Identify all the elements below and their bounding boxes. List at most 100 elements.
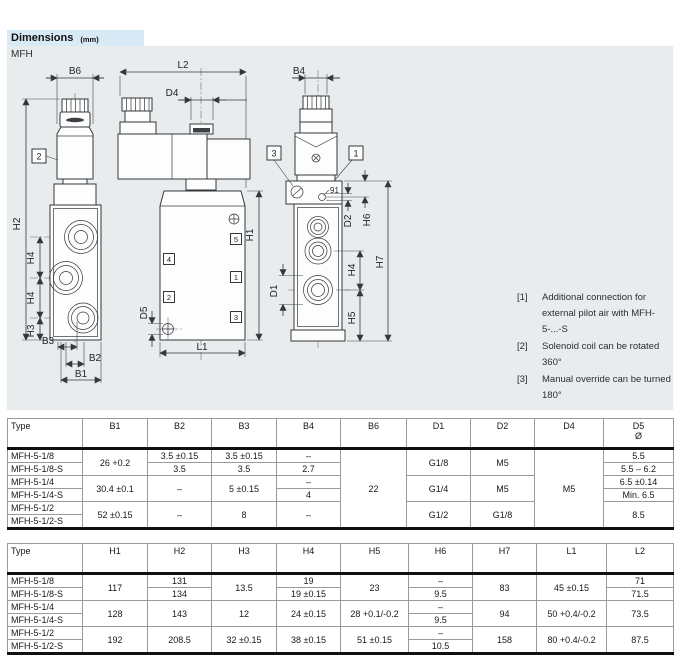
cell-h4: 19 ±0.15	[276, 587, 341, 601]
note-3-text: Manual override can be turned 180°	[542, 374, 671, 401]
cell-b4: –	[276, 448, 341, 463]
diameter-symbol: Ø	[634, 431, 642, 441]
cell-type: MFH-5-1/4	[7, 475, 83, 489]
cell-b2: 3.5 ±0.15	[147, 448, 212, 463]
note-1-ref: [1]	[517, 292, 528, 303]
cell-d2: M5	[470, 475, 535, 502]
cell-h6: –	[408, 600, 473, 614]
cell-d5: 5.5 – 6.2	[603, 462, 674, 476]
dim-label-l1: L1	[196, 342, 208, 353]
note-3-ref: [3]	[517, 374, 528, 385]
cell-type: MFH-5-1/4	[7, 600, 83, 614]
cell-d1: G1/2	[406, 501, 471, 529]
page-unit: (mm)	[80, 34, 99, 44]
cell-d4: M5	[534, 448, 604, 529]
dim-label-h4-lower: H4	[26, 291, 37, 304]
cell-type: MFH-5-1/8	[7, 573, 83, 588]
dim-label-d4: D4	[166, 88, 179, 99]
col-header-b2: B2	[147, 418, 212, 450]
cell-b3: 8	[211, 501, 277, 529]
dim-label-h6: H6	[362, 213, 373, 226]
col-header-d5: D5 Ø	[603, 418, 674, 450]
table-header-row: Type H1 H2 H3 H4 H5 H6 H7 L1 L2	[7, 543, 674, 575]
cell-l2: 71.5	[606, 587, 674, 601]
table-row: MFH-5-1/2 52 ±0.15 – 8 – G1/2 G1/8 8.5	[7, 501, 674, 529]
cell-h3: 13.5	[211, 573, 277, 601]
cell-type: MFH-5-1/4-S	[7, 488, 83, 502]
cell-h4: 38 ±0.15	[276, 626, 341, 654]
cell-h7: 94	[472, 600, 537, 627]
cell-d2: G1/8	[470, 501, 535, 529]
col-header-b6: B6	[340, 418, 407, 450]
dim-label-h2: H2	[12, 217, 23, 230]
dim-label-b6: B6	[69, 66, 82, 77]
cell-b3: 5 ±0.15	[211, 475, 277, 502]
col-header-b1: B1	[82, 418, 148, 450]
cell-h4: 19	[276, 573, 341, 588]
table-row: MFH-5-1/4 30.4 ±0.1 – 5 ±0.15 – G1/4 M5 …	[7, 475, 674, 502]
cell-b4: –	[276, 501, 341, 529]
note-2-text: Solenoid coil can be rotated 360°	[542, 341, 660, 368]
table-row: MFH-5-1/8 26 +0.2 3.5 ±0.15 3.5 ±0.15 – …	[7, 448, 674, 529]
cell-type: MFH-5-1/2-S	[7, 514, 83, 529]
cell-d5: Min. 6.5	[603, 488, 674, 502]
col-header-l2: L2	[606, 543, 674, 575]
end-view: B4 91 3 1	[266, 66, 392, 348]
dim-label-h5: H5	[347, 311, 358, 324]
table-row: MFH-5-1/2 192 208.5 32 ±0.15 38 ±0.15 51…	[7, 626, 674, 654]
dim-label-b3: B3	[42, 336, 55, 347]
cell-h1: 117	[82, 573, 148, 601]
cell-b2: –	[147, 475, 212, 502]
port-label-3: 3	[234, 313, 238, 322]
col-header-h2: H2	[147, 543, 212, 575]
cell-b1: 30.4 ±0.1	[82, 475, 148, 502]
cell-b3: 3.5	[211, 462, 277, 476]
cell-h7: 158	[472, 626, 537, 654]
col-header-b4: B4	[276, 418, 341, 450]
cell-b1: 52 ±0.15	[82, 501, 148, 529]
cell-l2: 87.5	[606, 626, 674, 654]
dimensions-table-b-d: Type B1 B2 B3 B4 B6 D1 D2 D4 D5 Ø MFH-5-…	[7, 418, 674, 530]
table-row: MFH-5-1/2-S	[7, 514, 674, 529]
cell-h1: 192	[82, 626, 148, 654]
col-header-h6: H6	[408, 543, 473, 575]
dim-label-b4: B4	[293, 66, 306, 77]
cell-l2: 73.5	[606, 600, 674, 627]
cell-h3: 12	[211, 600, 277, 627]
cell-h7: 83	[472, 573, 537, 601]
cell-h5: 51 ±0.15	[340, 626, 409, 654]
cell-b1: 26 +0.2	[82, 448, 148, 476]
col-header-h1: H1	[82, 543, 148, 575]
cell-h1: 128	[82, 600, 148, 627]
col-header-type: Type	[7, 543, 83, 575]
callout-2-label: 2	[36, 152, 41, 162]
cell-type: MFH-5-1/8-S	[7, 587, 83, 601]
cell-d5: 6.5 ±0.14	[603, 475, 674, 489]
cell-h2: 134	[147, 587, 212, 601]
dim-label-l2: L2	[177, 60, 189, 71]
page-title: Dimensions	[11, 32, 74, 44]
cell-h6: –	[408, 626, 473, 640]
cell-l1: 50 +0.4/-0.2	[536, 600, 607, 627]
port-label-5: 5	[234, 235, 238, 244]
cell-h3: 32 ±0.15	[211, 626, 277, 654]
cell-b4: 4	[276, 488, 341, 502]
valve-dimension-drawing: 2 B6 H2 H4 H4 H3 B3	[12, 60, 392, 384]
dim-label-h4-upper: H4	[26, 251, 37, 264]
cell-b4: 2.7	[276, 462, 341, 476]
port-label-2: 2	[167, 293, 171, 302]
callout-1-box	[348, 145, 364, 161]
dim-label-d1: D1	[269, 284, 280, 297]
cell-h6: –	[408, 573, 473, 588]
col-header-type: Type	[7, 418, 83, 450]
note-1-text: Additional connection for external pilot…	[542, 292, 655, 335]
cell-h6: 9.5	[408, 587, 473, 601]
col-header-h4: H4	[276, 543, 341, 575]
cell-type: MFH-5-1/4-S	[7, 613, 83, 627]
dim-label-b2: B2	[89, 353, 102, 364]
cell-d2: M5	[470, 448, 535, 476]
table-row: MFH-5-1/4-S 4 Min. 6.5	[7, 488, 674, 502]
cell-h2: 208.5	[147, 626, 212, 654]
front-view: 2 B6 H2 H4 H4 H3 B3	[12, 66, 104, 384]
